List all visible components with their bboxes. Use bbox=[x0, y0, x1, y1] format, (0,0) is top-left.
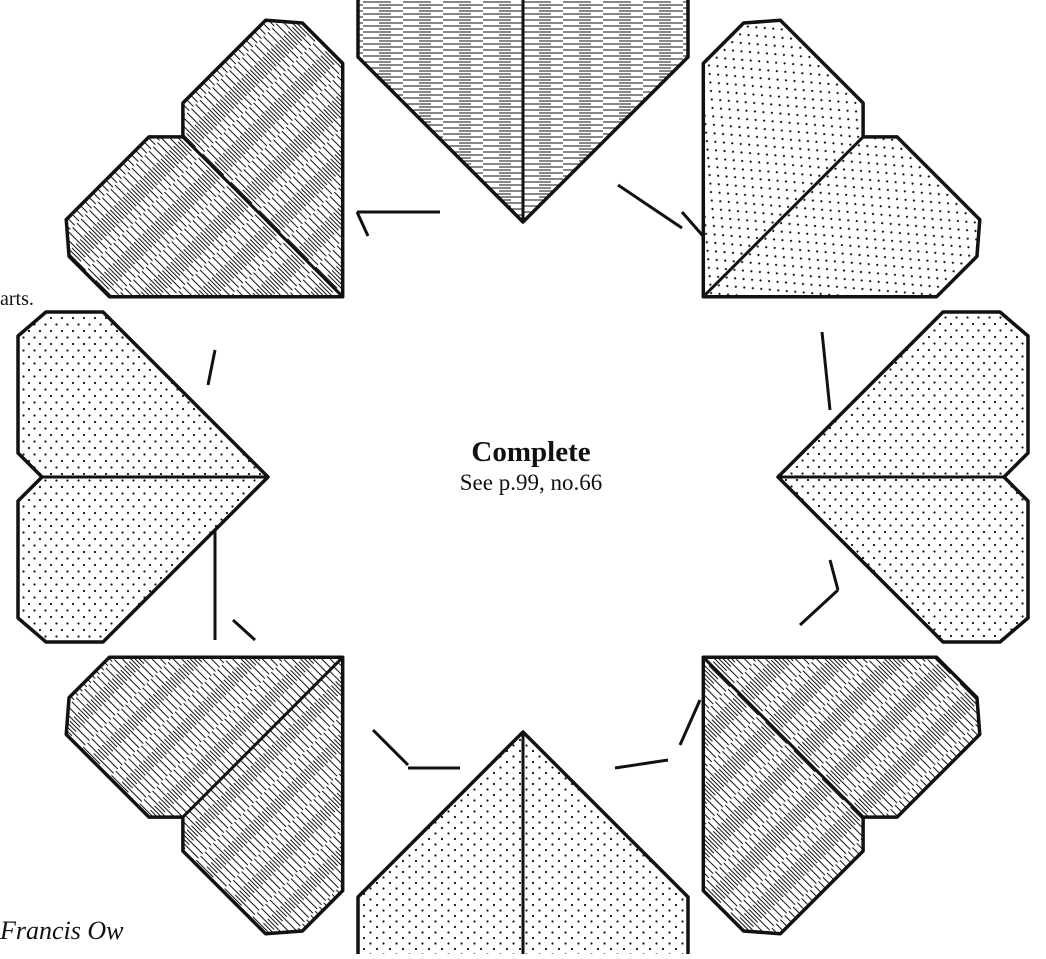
author-credit: Francis Ow bbox=[0, 916, 124, 946]
caption-title: Complete bbox=[0, 436, 1046, 469]
heart-1 bbox=[358, 0, 688, 222]
page-reference: See p.99, no.66 bbox=[0, 470, 1046, 496]
left-text-fragment: arts. bbox=[0, 288, 34, 311]
